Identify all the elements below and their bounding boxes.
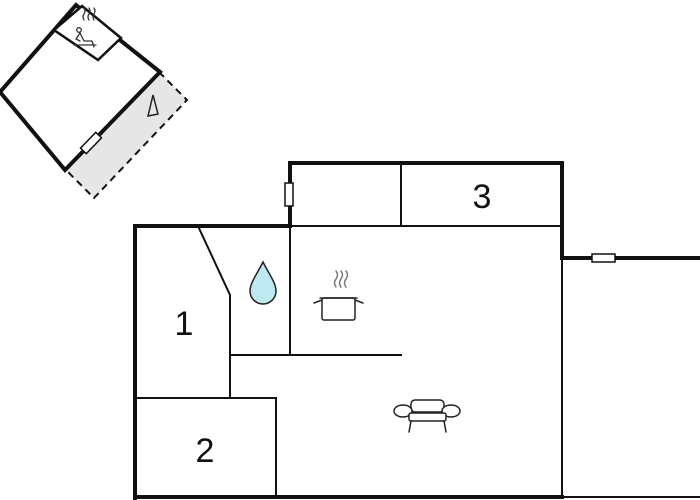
water-drop-icon xyxy=(249,260,277,305)
sauna-building xyxy=(0,2,189,200)
window-right xyxy=(591,253,616,263)
sauna-cabin xyxy=(51,4,123,62)
wall-room1-diagonal xyxy=(196,224,231,399)
sauna-door xyxy=(79,131,103,155)
main-house xyxy=(133,161,700,500)
tent-icon xyxy=(146,94,159,117)
outer-wall xyxy=(133,161,700,500)
room-label-2: 2 xyxy=(196,432,215,470)
window-left xyxy=(284,182,294,207)
sauna-person-icon xyxy=(73,7,97,48)
room-label-3: 3 xyxy=(473,178,492,216)
armchair-icon xyxy=(393,399,461,433)
sauna-walls xyxy=(0,2,163,173)
room-label-1: 1 xyxy=(175,305,194,343)
terrace-area xyxy=(64,70,189,200)
cooking-pot-icon xyxy=(313,270,364,321)
